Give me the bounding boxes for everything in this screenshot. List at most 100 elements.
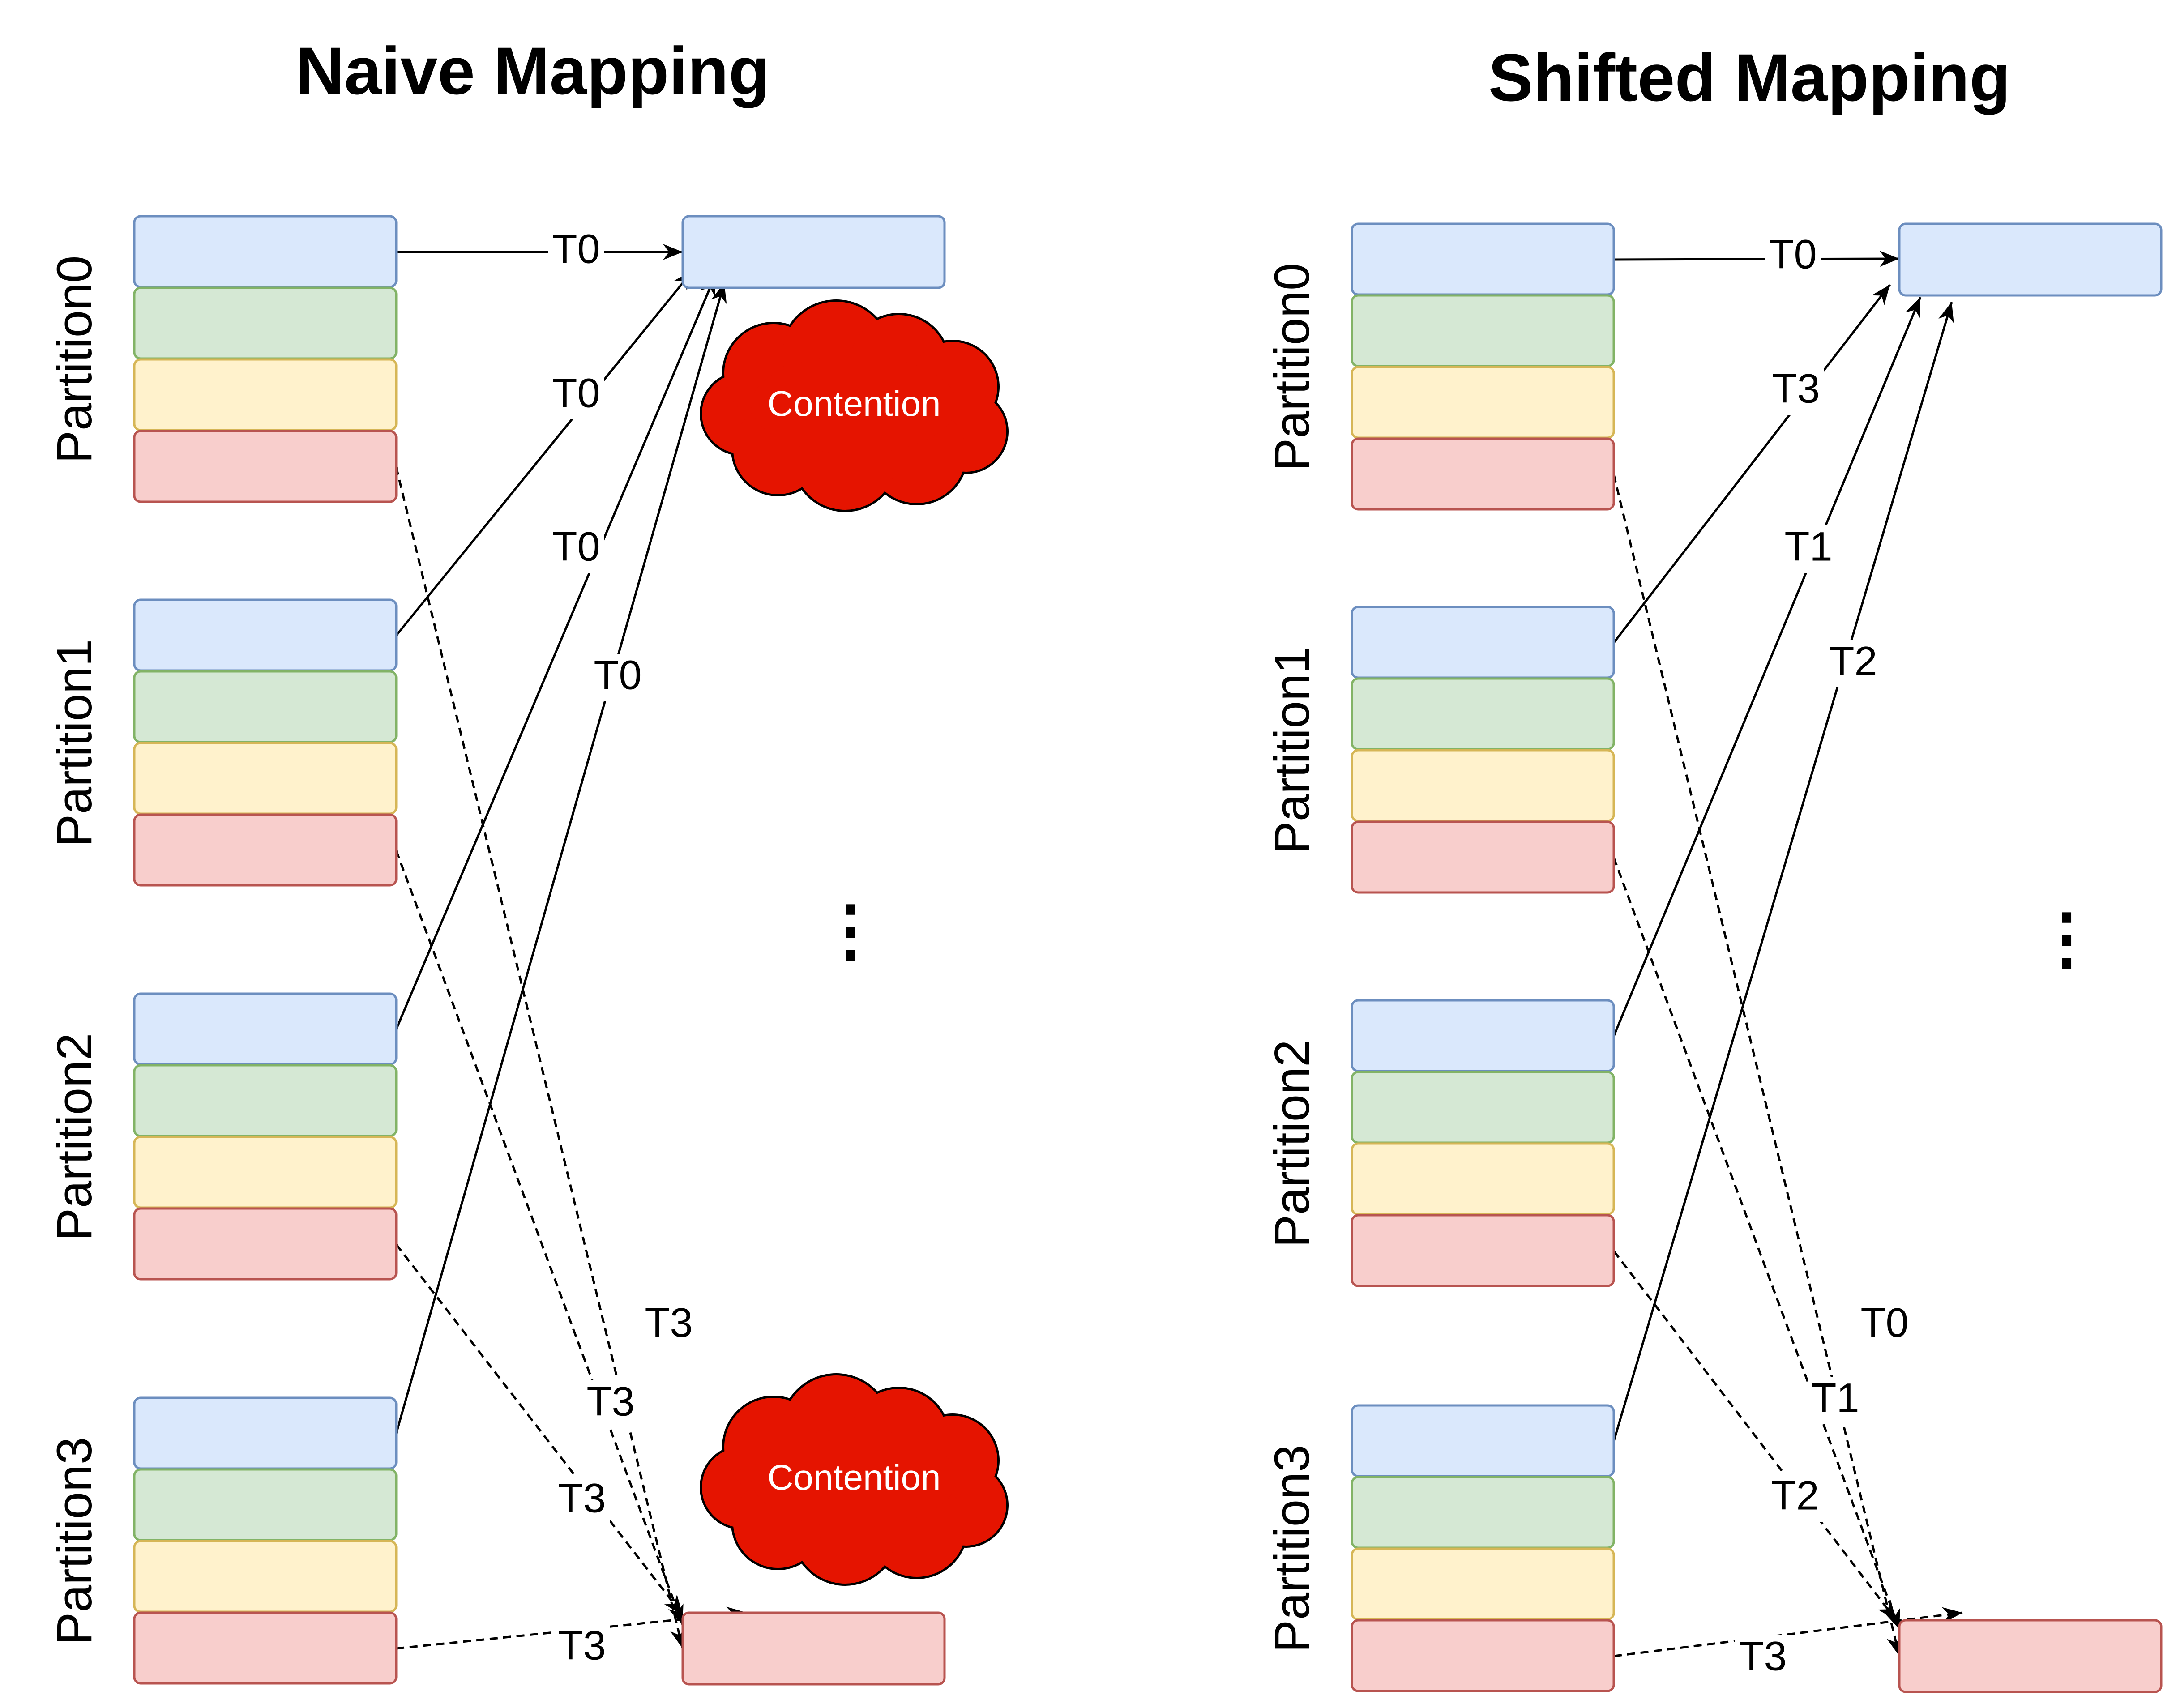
naive-edge-bottom-1 (395, 850, 684, 1625)
shifted-partition0-blue-block (1351, 222, 1615, 296)
naive-partition2-label: Partition2 (47, 1033, 102, 1241)
naive-edge-label-bg-bottom-0 (554, 1624, 610, 1672)
naive-partition1-green-block (133, 670, 398, 743)
naive-partition1-yellow-block (133, 742, 398, 815)
shifted-edge-label-top-2: T1 (1784, 524, 1832, 569)
naive-edge-top-3 (395, 282, 726, 1434)
naive-title: Naive Mapping (296, 33, 770, 108)
naive-ellipsis: ⋮ (817, 892, 884, 968)
naive-partition1-blue-block (133, 598, 398, 672)
naive-partition3-label: Partition3 (47, 1437, 102, 1645)
shifted-arrowhead-top-0 (1879, 251, 1899, 267)
naive-contention-label-1: Contention (768, 1457, 941, 1497)
shifted-partition1-blue-block (1351, 606, 1615, 679)
naive-edge-label-top-0: T0 (552, 226, 600, 272)
shifted-partition3-label: Partition3 (1265, 1445, 1320, 1653)
shifted-arrowhead-top-3 (1938, 302, 1954, 324)
naive-edge-bottom-0 (395, 466, 684, 1649)
naive-partition3-yellow-block (133, 1540, 398, 1613)
shifted-edge-bottom-0 (1612, 474, 1901, 1657)
naive-partition2-yellow-block (133, 1136, 398, 1209)
naive-partition2-blue-block (133, 992, 398, 1066)
shifted-partition3-red-block (1351, 1619, 1615, 1692)
naive-partition3-blue-block (133, 1396, 398, 1470)
naive-edge-label-top-3: T0 (594, 652, 641, 698)
naive-arrowhead-top-0 (663, 244, 683, 260)
naive-edge-label-bg-bottom-1 (554, 1477, 610, 1524)
naive-partition2-red-block (133, 1207, 398, 1281)
shifted-edge-label-bg-top-0 (1765, 233, 1821, 281)
shifted-partition3-green-block (1351, 1476, 1615, 1549)
shifted-arrowhead-bottom-3 (1942, 1607, 1962, 1623)
naive-edge-label-bottom-3: T3 (645, 1300, 693, 1345)
shifted-partition0-yellow-block (1351, 366, 1615, 439)
naive-contention-cloud-1: Contention (700, 1373, 1009, 1586)
naive-partition0-green-block (133, 286, 398, 360)
naive-edge-label-bg-bottom-2 (583, 1380, 638, 1428)
shifted-edge-top-2 (1612, 297, 1922, 1037)
shifted-arrowhead-top-2 (1905, 297, 1920, 319)
shifted-edge-label-bg-top-3 (1825, 640, 1881, 687)
shifted-partition2-green-block (1351, 1071, 1615, 1144)
naive-partition0-blue-block (133, 215, 398, 288)
shifted-arrowhead-top-1 (1871, 285, 1890, 305)
naive-arrowhead-bottom-2 (664, 1594, 683, 1615)
shifted-edge-bottom-3 (1613, 1611, 1963, 1657)
shifted-title: Shifted Mapping (1488, 40, 2011, 115)
shifted-edge-label-bg-bottom-2 (1808, 1377, 1863, 1424)
shifted-partition1-red-block (1351, 820, 1615, 894)
shifted-partition1-green-block (1351, 677, 1615, 751)
shifted-arrowhead-bottom-1 (1885, 1608, 1900, 1629)
naive-edge-label-top-1: T0 (552, 370, 600, 416)
naive-partition0-label: Partition0 (47, 256, 102, 464)
shifted-edge-label-top-3: T2 (1829, 638, 1877, 684)
naive-edge-bottom-2 (395, 1243, 684, 1616)
naive-edge-label-bottom-0: T3 (558, 1623, 606, 1668)
shifted-bottom-target-block (1898, 1619, 2163, 1693)
naive-partition1-red-block (133, 813, 398, 887)
shifted-partition1-label: Partition1 (1265, 646, 1320, 854)
naive-contention-cloud-0: Contention (700, 299, 1009, 512)
naive-edge-label-bg-top-2 (548, 525, 604, 573)
shifted-edge-label-top-1: T3 (1772, 366, 1820, 411)
shifted-ellipsis: ⋮ (2033, 901, 2100, 976)
shifted-edge-label-bg-bottom-1 (1767, 1474, 1823, 1522)
shifted-edge-label-top-0: T0 (1769, 231, 1817, 277)
naive-partition0-yellow-block (133, 358, 398, 431)
shifted-partition2-label: Partition2 (1265, 1040, 1320, 1248)
shifted-partition3-blue-block (1351, 1404, 1615, 1477)
naive-edge-label-bg-top-3 (590, 654, 645, 701)
shifted-edge-label-bg-top-1 (1768, 367, 1824, 415)
shifted-edge-label-bottom-2: T1 (1811, 1375, 1859, 1421)
shifted-partition1-yellow-block (1351, 749, 1615, 822)
naive-edge-top-1 (395, 269, 694, 636)
shifted-partition2-red-block (1351, 1214, 1615, 1287)
shifted-edge-label-bottom-1: T2 (1771, 1473, 1819, 1518)
naive-top-target-block (681, 215, 946, 289)
shifted-edge-label-bg-bottom-3 (1857, 1302, 1912, 1349)
naive-partition0-red-block (133, 430, 398, 503)
naive-partition1-label: Partition1 (47, 639, 102, 847)
naive-partition2-green-block (133, 1064, 398, 1137)
shifted-partition0-red-block (1351, 437, 1615, 511)
shifted-partition3-yellow-block (1351, 1547, 1615, 1621)
shifted-edge-label-bg-top-2 (1781, 525, 1836, 573)
shifted-edge-bottom-2 (1613, 1250, 1897, 1621)
naive-edge-label-bottom-2: T3 (586, 1379, 634, 1424)
shifted-edge-top-3 (1612, 302, 1953, 1442)
naive-edge-label-bottom-1: T3 (558, 1475, 606, 1521)
naive-edge-label-bg-top-1 (548, 372, 604, 419)
naive-edge-label-bg-bottom-3 (641, 1302, 697, 1349)
shifted-partition2-yellow-block (1351, 1142, 1615, 1216)
shifted-edge-label-bg-bottom-0 (1735, 1635, 1791, 1682)
naive-partition3-green-block (133, 1468, 398, 1541)
shifted-edge-bottom-1 (1612, 857, 1901, 1630)
naive-partition3-red-block (133, 1611, 398, 1685)
naive-edge-top-2 (395, 275, 717, 1030)
shifted-edge-top-1 (1613, 284, 1891, 644)
shifted-top-target-block (1898, 222, 2163, 297)
shifted-edge-top-0 (1613, 257, 1900, 261)
shifted-partition0-green-block (1351, 294, 1615, 367)
naive-edge-label-bg-top-0 (548, 228, 604, 275)
